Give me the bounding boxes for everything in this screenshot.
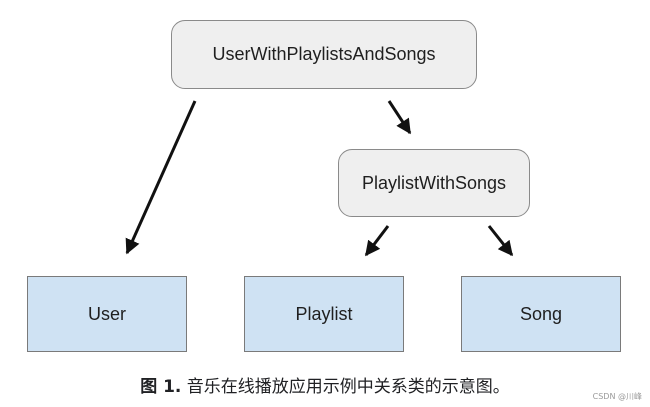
node-label: PlaylistWithSongs	[361, 172, 507, 193]
watermark: CSDN @川峰	[592, 392, 642, 401]
node-song: Song	[461, 276, 621, 352]
node-playlist: Playlist	[244, 276, 404, 352]
edge-pws-to-playlist	[364, 225, 390, 257]
node-playlist-with-songs: PlaylistWithSongs	[338, 149, 530, 217]
node-user-with-playlists-and-songs: UserWithPlaylistsAndSongs	[171, 20, 477, 89]
node-label: Playlist	[295, 303, 353, 324]
edge-root-to-user	[125, 100, 197, 255]
edge-pws-to-song	[487, 225, 514, 257]
edge-root-to-playlist-with-songs	[387, 100, 412, 135]
figure-caption: 图 1. 音乐在线播放应用示例中关系类的示意图。	[0, 372, 650, 397]
node-user: User	[27, 276, 187, 352]
node-label: Song	[519, 303, 563, 324]
node-label: User	[87, 303, 126, 324]
caption-text: 音乐在线播放应用示例中关系类的示意图。	[181, 377, 510, 397]
node-label: UserWithPlaylistsAndSongs	[212, 44, 436, 64]
caption-label: 图 1.	[140, 377, 182, 397]
